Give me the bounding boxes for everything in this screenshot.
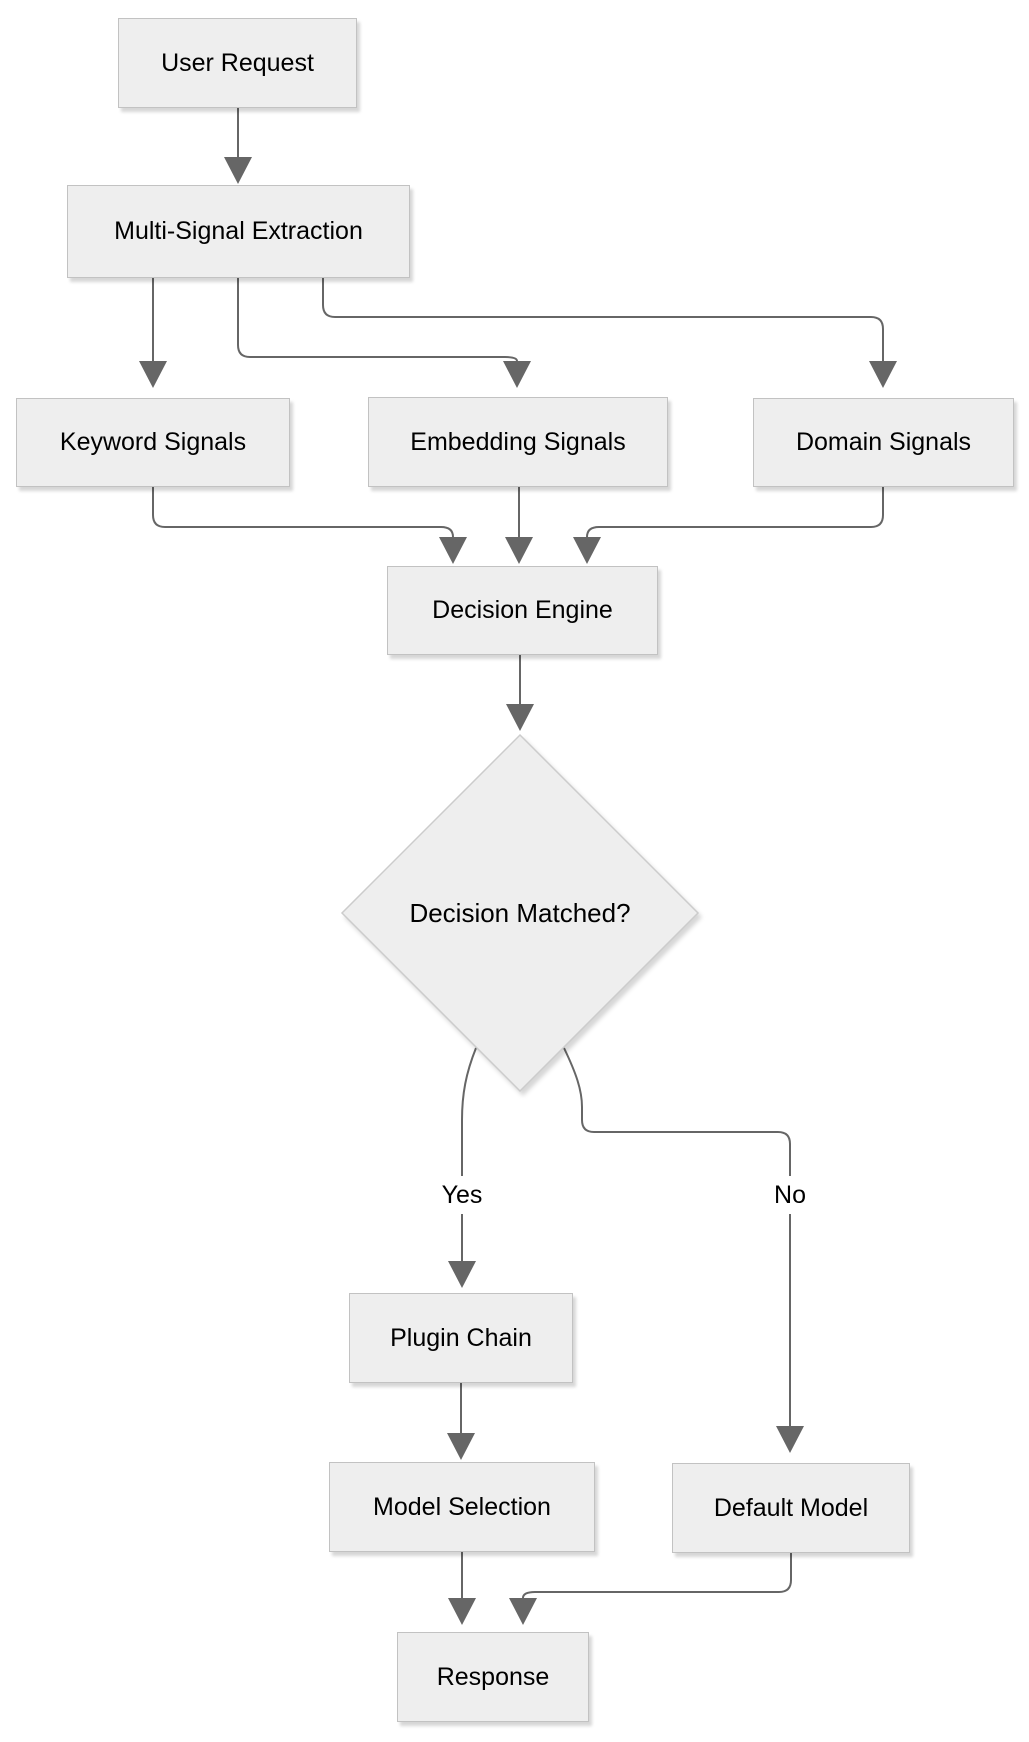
edge-multi-signal-extraction-to-keyword-signals (139, 278, 167, 388)
arrowhead-down-icon (139, 361, 167, 388)
edge-model-selection-to-response (448, 1552, 476, 1625)
arrowhead-down-icon (448, 1261, 476, 1288)
edge-decision-engine-to-decision-matched (506, 655, 534, 731)
node-label: Multi-Signal Extraction (114, 217, 363, 245)
edge-label-no: No (752, 1178, 828, 1212)
node-embedding-signals: Embedding Signals (368, 397, 668, 487)
node-multi-signal-extraction: Multi-Signal Extraction (67, 185, 410, 278)
node-domain-signals: Domain Signals (753, 398, 1014, 487)
edge-default-model-to-response (509, 1553, 792, 1625)
arrowhead-down-icon (224, 157, 252, 184)
arrowhead-down-icon (776, 1426, 804, 1453)
node-label: Decision Matched? (409, 897, 631, 928)
node-label: Keyword Signals (59, 428, 247, 456)
arrowhead-down-icon (503, 361, 531, 388)
node-plugin-chain: Plugin Chain (349, 1293, 573, 1383)
arrowhead-down-icon (505, 537, 533, 564)
edge-domain-signals-to-decision-engine (573, 487, 884, 564)
node-default-model: Default Model (672, 1463, 910, 1553)
arrowhead-down-icon (573, 537, 601, 564)
edge-user-request-to-multi-signal-extraction (224, 108, 252, 184)
node-label: Default Model (713, 1493, 869, 1522)
node-label: Decision Engine (432, 596, 613, 624)
edge-multi-signal-extraction-to-embedding-signals (237, 278, 531, 388)
node-decision-matched-shape (340, 733, 700, 1093)
arrowhead-down-icon (509, 1598, 537, 1625)
edge-label-yes: Yes (420, 1178, 504, 1212)
node-label: Model Selection (373, 1492, 551, 1521)
node-decision-engine: Decision Engine (387, 566, 658, 655)
node-user-request: User Request (118, 18, 357, 108)
node-label: Domain Signals (795, 428, 972, 456)
edge-embedding-signals-to-decision-engine (505, 487, 533, 564)
edge-decision-matched-no-to-default-model (563, 1047, 804, 1453)
node-response: Response (397, 1632, 589, 1722)
node-label: Plugin Chain (390, 1323, 532, 1352)
arrowhead-down-icon (447, 1433, 475, 1460)
edge-multi-signal-extraction-to-domain-signals (322, 278, 897, 388)
node-label: Embedding Signals (410, 427, 626, 456)
edge-plugin-chain-to-model-selection (447, 1383, 475, 1460)
node-decision-matched: Decision Matched? (370, 893, 670, 933)
node-keyword-signals: Keyword Signals (16, 398, 290, 487)
node-model-selection: Model Selection (329, 1462, 595, 1552)
edge-decision-matched-yes-to-plugin-chain (448, 1047, 477, 1288)
arrowhead-down-icon (448, 1598, 476, 1625)
node-label: Response (436, 1662, 550, 1691)
arrowhead-down-icon (439, 537, 467, 564)
node-label: User Request (161, 48, 314, 77)
edge-keyword-signals-to-decision-engine (152, 487, 467, 564)
arrowhead-down-icon (869, 361, 897, 388)
arrowhead-down-icon (506, 704, 534, 731)
